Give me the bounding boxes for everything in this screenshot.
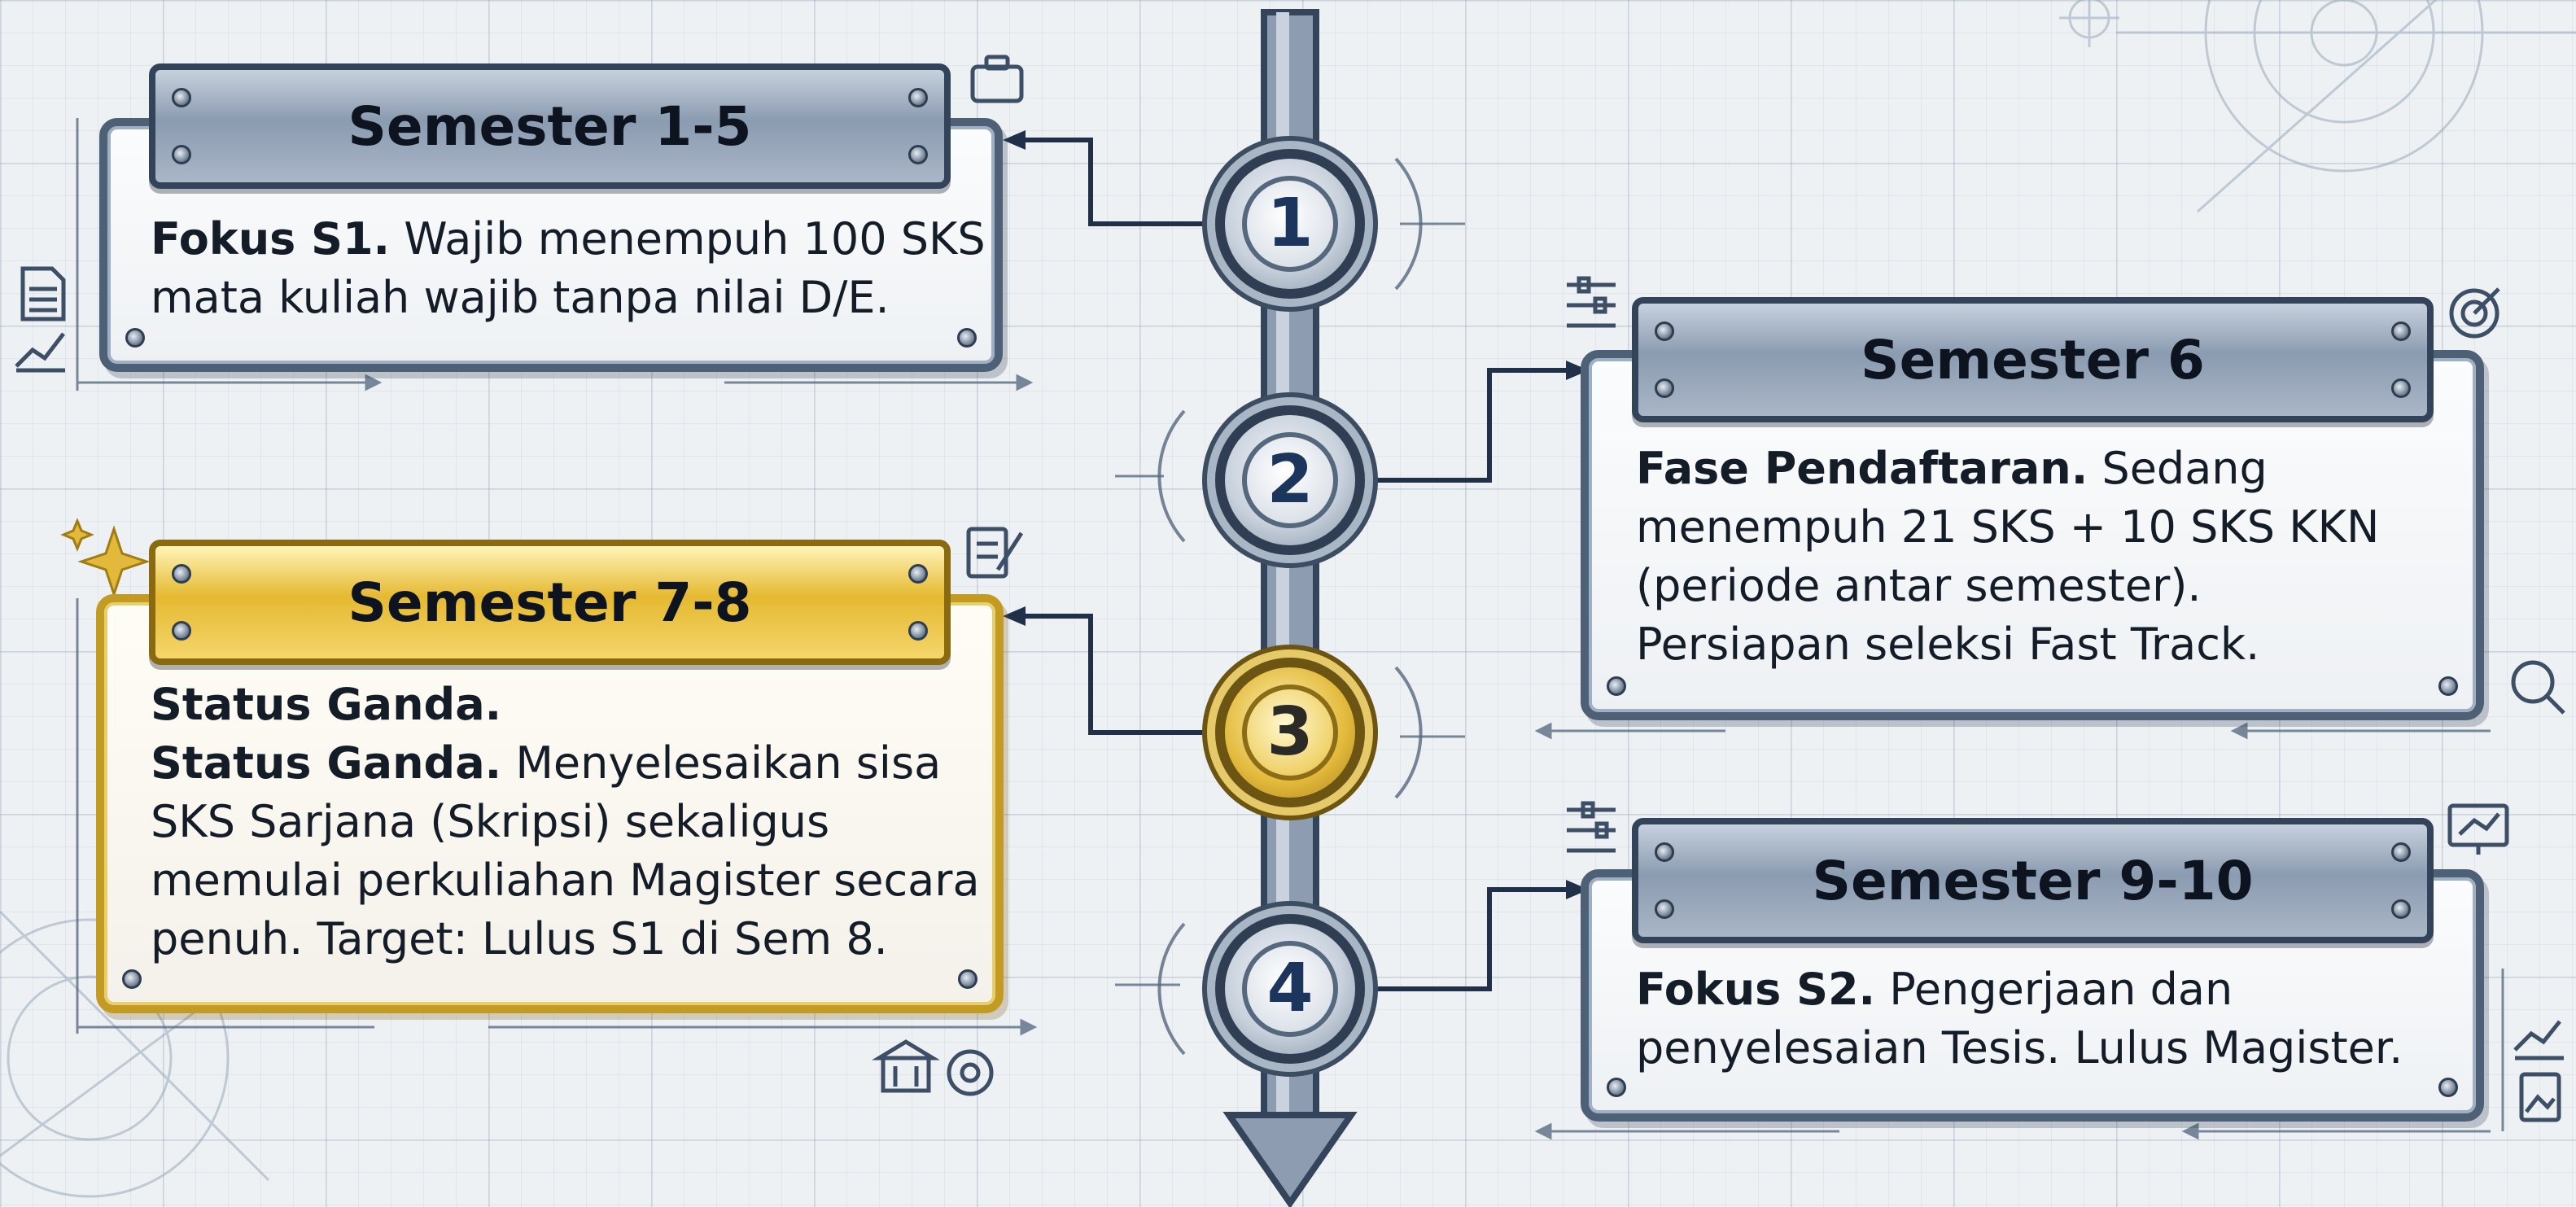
step-1-line-1: Fokus S1. Wajib menempuh 100 SKS: [151, 213, 986, 265]
step-3-line-1: Status Ganda. Menyelesaikan sisa: [151, 737, 942, 789]
trend-chart-icon: [2513, 1020, 2564, 1060]
step-3-line-3: memulai perkuliahan Magister secara: [151, 855, 980, 906]
document-icon: [20, 266, 66, 321]
step-2-title-plate: Semester 6: [1632, 297, 2434, 422]
gear-icon: [947, 1049, 994, 1096]
building-icon: [872, 1039, 940, 1093]
step-3-title: Semester 7-8: [348, 571, 752, 634]
step-3-description: Status Ganda. Status Ganda. Menyelesaika…: [151, 676, 1005, 969]
step-2-line-1: Fase Pendaftaran. Sedang: [1636, 443, 2268, 494]
step-4-title-plate: Semester 9-10: [1632, 818, 2434, 943]
step-2-number: 2: [1266, 441, 1314, 518]
step-4-lead: Fokus S2.: [1636, 964, 1876, 1015]
step-2-line-4: Persiapan seleksi Fast Track.: [1636, 619, 2260, 670]
step-1-node: 1: [1215, 149, 1365, 299]
dimension-lines: [76, 118, 2504, 1140]
step-3-line-2: SKS Sarjana (Skripsi) sekaligus: [151, 796, 830, 847]
step-4-title: Semester 9-10: [1812, 849, 2254, 912]
step-2-lead: Fase Pendaftaran.: [1636, 443, 2088, 494]
settings-sliders-icon: [1567, 801, 1616, 853]
step-1-lead: Fokus S1.: [151, 213, 391, 265]
settings-sliders-icon: [1567, 276, 1616, 328]
monitor-chart-icon: [2447, 803, 2509, 855]
checklist-icon: [966, 527, 1024, 579]
step-4-number: 4: [1266, 950, 1314, 1027]
step-2-line-3: (periode antar semester).: [1636, 560, 2202, 611]
rotation-arcs: [1157, 157, 1423, 1056]
step-2-line-2: menempuh 21 SKS + 10 SKS KKN: [1636, 501, 2380, 553]
step-2-title: Semester 6: [1861, 328, 2205, 391]
step-1-description: Fokus S1. Wajib menempuh 100 SKS mata ku…: [151, 210, 997, 327]
step-4-node: 4: [1215, 914, 1365, 1064]
briefcase-icon: [970, 55, 1024, 103]
step-3-node: 3: [1215, 658, 1365, 807]
growth-chart-icon: [15, 332, 65, 373]
step-4-description: Fokus S2. Pengerjaan dan penyelesaian Te…: [1636, 960, 2466, 1078]
step-3-number: 3: [1266, 693, 1314, 771]
step-3-line-4: penuh. Target: Lulus S1 di Sem 8.: [151, 913, 888, 964]
magnifier-icon: [2511, 660, 2565, 715]
step-1-title: Semester 1-5: [348, 94, 752, 158]
step-3-heading: Status Ganda.: [151, 679, 502, 730]
spine-arrowhead: [1222, 1112, 1358, 1207]
target-icon: [2449, 287, 2500, 339]
step-3-lead: Status Ganda.: [151, 737, 502, 789]
step-1-number: 1: [1266, 185, 1314, 262]
step-4-line-1: Fokus S2. Pengerjaan dan: [1636, 964, 2233, 1015]
connectors: [1017, 138, 1575, 991]
step-1-line-2: mata kuliah wajib tanpa nilai D/E.: [151, 272, 890, 323]
step-3-title-plate: Semester 7-8: [149, 540, 951, 665]
image-doc-icon: [2519, 1072, 2561, 1122]
step-2-node: 2: [1215, 405, 1365, 555]
step-4-line-2: penyelesaian Tesis. Lulus Magister.: [1636, 1022, 2403, 1074]
step-2-description: Fase Pendaftaran. Sedang menempuh 21 SKS…: [1636, 440, 2466, 674]
sparkle-icon: [60, 518, 151, 598]
step-1-title-plate: Semester 1-5: [149, 63, 951, 189]
